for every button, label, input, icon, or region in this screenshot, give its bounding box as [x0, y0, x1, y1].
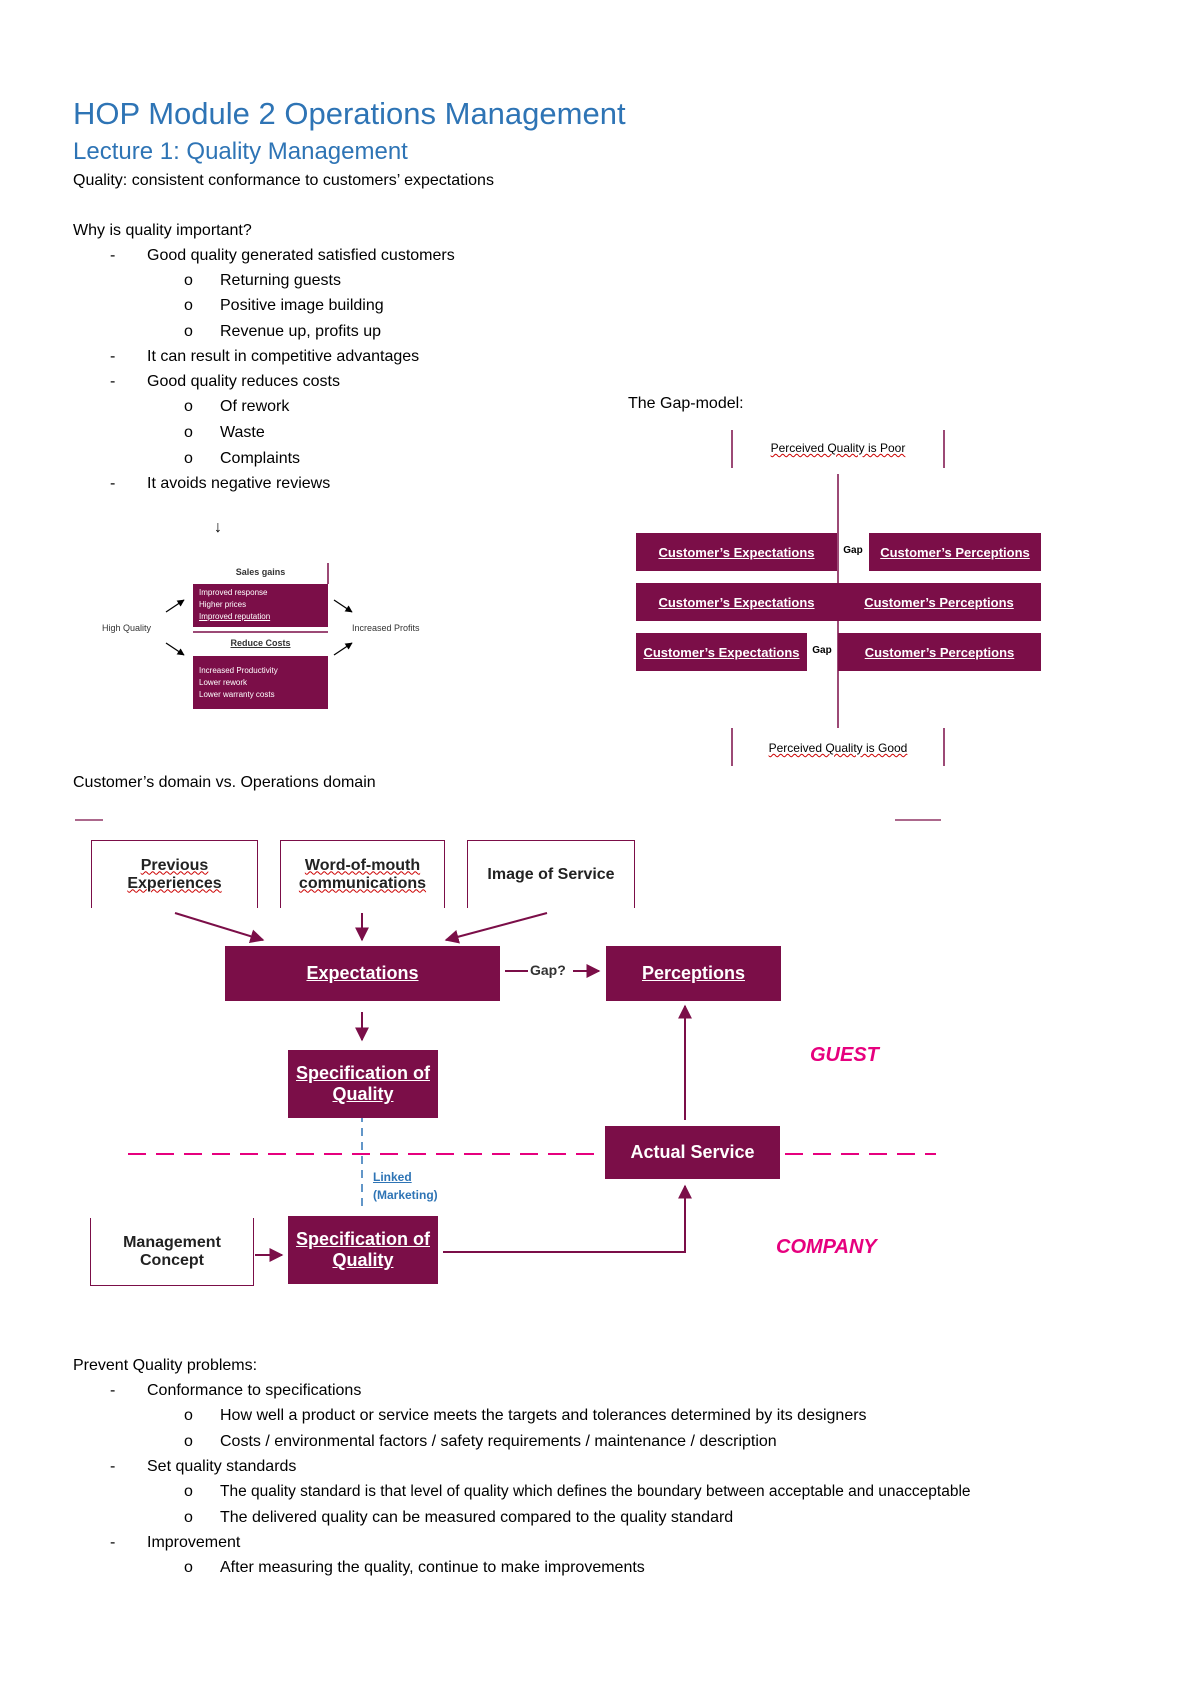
- page-subtitle: Lecture 1: Quality Management: [73, 138, 408, 165]
- perceived-good-label: Perceived Quality is Good: [768, 741, 908, 755]
- page-title: HOP Module 2 Operations Management: [73, 96, 626, 131]
- sales-gains-title: Sales gains: [235, 567, 286, 577]
- down-arrow-icon: ↓: [214, 519, 222, 536]
- circle-bullet: o: [184, 450, 193, 467]
- specification-company-box: Specification of Quality: [288, 1216, 438, 1284]
- dash-bullet: -: [110, 475, 116, 492]
- dash-bullet: -: [110, 373, 116, 390]
- why-item-2: It can result in competitive advantages: [147, 348, 420, 365]
- dash-bullet: -: [110, 1534, 116, 1551]
- costs-item: Increased Productivity: [199, 666, 278, 675]
- why-item-3b: Waste: [220, 424, 265, 441]
- high-quality-label: High Quality: [102, 623, 152, 633]
- guest-label: GUEST: [810, 1044, 879, 1066]
- why-item-3: Good quality reduces costs: [147, 373, 340, 390]
- why-item-1b: Positive image building: [220, 297, 384, 314]
- gap-question-label: Gap?: [530, 962, 566, 978]
- gap-label-3: Gap: [812, 645, 832, 656]
- prevent-item-2: Set quality standards: [147, 1458, 297, 1475]
- prevent-item-1b: Costs / environmental factors / safety r…: [220, 1433, 777, 1450]
- aligned-row-box: Customer’s Expectations Customer’s Perce…: [636, 583, 1041, 621]
- why-item-1a: Returning guests: [220, 272, 341, 289]
- circle-bullet: o: [184, 1559, 193, 1576]
- why-item-3a: Of rework: [220, 398, 290, 415]
- expectations-box: Expectations: [225, 946, 500, 1001]
- perceptions-box-3: Customer’s Perceptions: [838, 633, 1041, 671]
- why-item-1c: Revenue up, profits up: [220, 323, 381, 340]
- perceptions-label-2: Customer’s Perceptions: [864, 594, 1014, 610]
- dash-bullet: -: [110, 1382, 116, 1399]
- prevent-item-1a: How well a product or service meets the …: [220, 1407, 867, 1424]
- prevent-item-1: Conformance to specifications: [147, 1382, 362, 1399]
- management-concept-box: Management Concept: [90, 1218, 254, 1286]
- gap-label-1: Gap: [843, 545, 863, 556]
- why-item-1: Good quality generated satisfied custome…: [147, 247, 455, 264]
- actual-service-box: Actual Service: [605, 1126, 780, 1179]
- dash-bullet: -: [110, 1458, 116, 1475]
- gap-model-heading: The Gap-model:: [628, 395, 744, 412]
- circle-bullet: o: [184, 398, 193, 415]
- why-item-3c: Complaints: [220, 450, 301, 467]
- costs-item: Lower rework: [199, 678, 248, 687]
- prevent-item-3: Improvement: [147, 1534, 241, 1551]
- sales-item: Higher prices: [199, 600, 247, 609]
- sales-item: Improved reputation: [199, 612, 271, 621]
- domain-heading: Customer’s domain vs. Operations domain: [73, 774, 376, 791]
- sales-gains-box: Improved response Higher prices Improved…: [193, 584, 328, 627]
- why-item-4: It avoids negative reviews: [147, 475, 331, 492]
- marketing-label: (Marketing): [373, 1188, 438, 1202]
- prevent-heading: Prevent Quality problems:: [73, 1357, 258, 1374]
- prevent-item-2a: The quality standard is that level of qu…: [220, 1483, 971, 1500]
- circle-bullet: o: [184, 1433, 193, 1450]
- previous-experiences-box: Previous Experiences: [91, 840, 258, 908]
- expectations-box-3: Customer’s Expectations: [636, 633, 807, 671]
- why-heading: Why is quality important?: [73, 222, 252, 239]
- linked-label: Linked: [373, 1170, 412, 1184]
- company-label: COMPANY: [776, 1236, 877, 1258]
- prevent-item-2b: The delivered quality can be measured co…: [220, 1509, 734, 1526]
- perceptions-box: Perceptions: [606, 946, 781, 1001]
- definition-text: Quality: consistent conformance to custo…: [73, 172, 494, 189]
- increased-profits-label: Increased Profits: [352, 623, 420, 633]
- circle-bullet: o: [184, 272, 193, 289]
- dash-bullet: -: [110, 348, 116, 365]
- perceived-poor-label: Perceived Quality is Poor: [770, 441, 906, 455]
- image-of-service-box: Image of Service: [467, 840, 635, 908]
- circle-bullet: o: [184, 424, 193, 441]
- costs-item: Lower warranty costs: [199, 690, 275, 699]
- expectations-label-2: Customer’s Expectations: [658, 594, 815, 610]
- sales-item: Improved response: [199, 588, 268, 597]
- reduce-costs-title: Reduce Costs: [230, 638, 291, 648]
- circle-bullet: o: [184, 323, 193, 340]
- dash-bullet: -: [110, 247, 116, 264]
- circle-bullet: o: [184, 297, 193, 314]
- circle-bullet: o: [184, 1483, 193, 1500]
- reduce-costs-box: Increased Productivity Lower rework Lowe…: [193, 656, 328, 709]
- expectations-box-1: Customer’s Expectations: [636, 533, 837, 571]
- prevent-item-3a: After measuring the quality, continue to…: [220, 1559, 645, 1576]
- perceptions-box-1: Customer’s Perceptions: [869, 533, 1041, 571]
- circle-bullet: o: [184, 1509, 193, 1526]
- specification-guest-box: Specification of Quality: [288, 1050, 438, 1118]
- circle-bullet: o: [184, 1407, 193, 1424]
- word-of-mouth-box: Word-of-mouth communications: [280, 840, 445, 908]
